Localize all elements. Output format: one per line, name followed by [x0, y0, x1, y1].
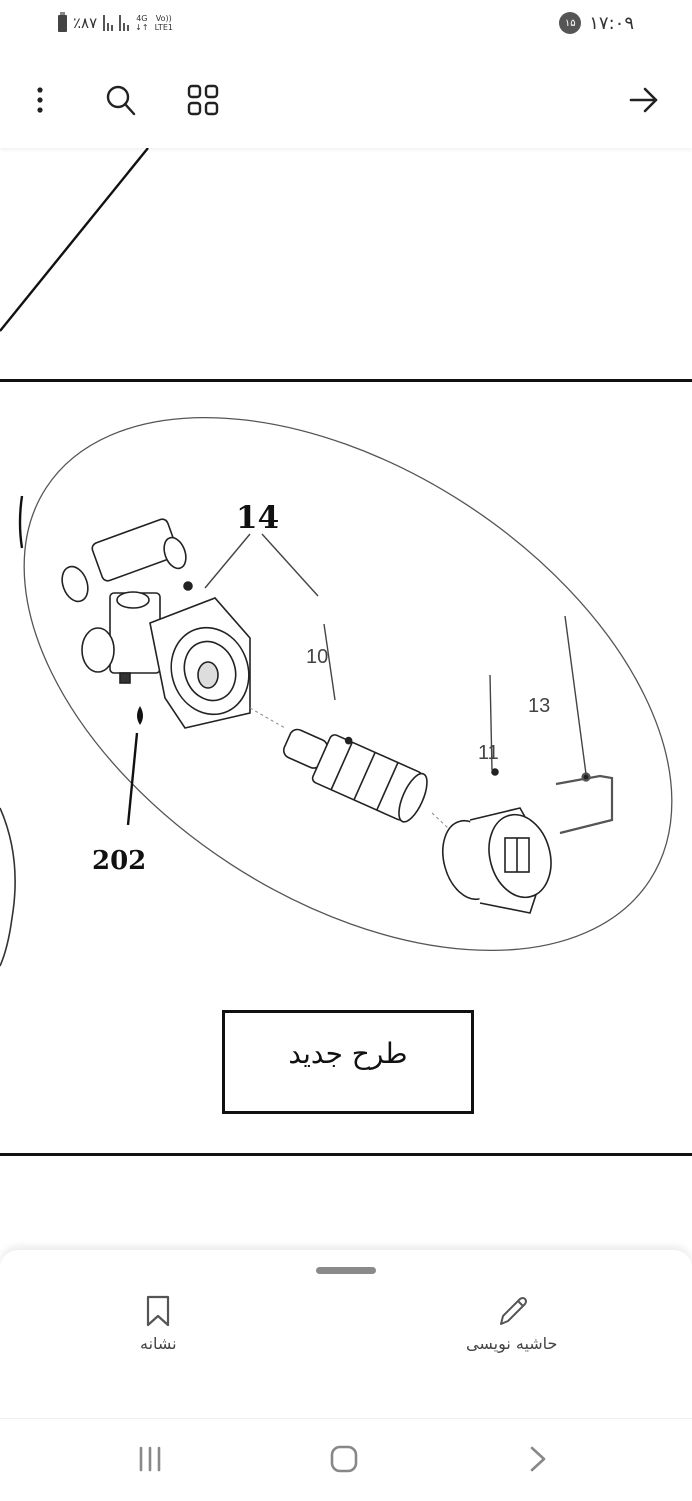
bottom-sheet: نشانه حاشیه نویسی [0, 1250, 692, 1418]
caption-box: طرح جدید [222, 1010, 474, 1114]
drag-handle[interactable] [316, 1267, 376, 1274]
caption-text: طرح جدید [288, 1036, 408, 1070]
network-indicator: 4G↓↑ [135, 14, 149, 32]
battery-icon [58, 11, 67, 32]
part-10-cartridge [282, 728, 428, 823]
status-left: ٪۸۷ 4G↓↑ Vo)) LTE1 [58, 11, 173, 32]
arrow-right-icon [629, 87, 658, 113]
status-right: ۱۵ ۱۷:۰۹ [559, 12, 634, 34]
search-icon [106, 85, 136, 116]
callout-202: 202 [92, 846, 147, 876]
notification-badge: ۱۵ [559, 12, 582, 34]
recents-button[interactable] [125, 1439, 175, 1479]
system-nav-bar [0, 1418, 692, 1501]
signal-icon-1 [103, 15, 114, 31]
home-button[interactable] [319, 1439, 369, 1479]
bookmark-icon [147, 1295, 170, 1327]
more-options-button[interactable] [18, 78, 62, 122]
exploded-diagram [0, 416, 673, 967]
home-icon [330, 1445, 358, 1473]
volte-indicator: Vo)) LTE1 [155, 14, 173, 32]
network-type: 4G [136, 14, 148, 23]
annotate-button[interactable]: حاشیه نویسی [466, 1294, 557, 1353]
back-button[interactable] [622, 78, 666, 122]
signal-icon-2 [119, 15, 130, 31]
bookmark-button[interactable]: نشانه [140, 1294, 177, 1353]
recents-icon [139, 1446, 161, 1472]
back-chevron-icon [530, 1446, 546, 1472]
battery-level: ٪۸۷ [73, 14, 98, 32]
part-13-clip [555, 772, 614, 835]
grid-icon [187, 84, 219, 116]
volte-label: Vo)) [155, 14, 172, 23]
clock: ۱۷:۰۹ [589, 12, 634, 34]
divider-top [0, 379, 692, 382]
part-11-cap [442, 768, 552, 914]
back-nav-button[interactable] [513, 1439, 563, 1479]
callout-11: 11 [478, 742, 499, 764]
callout-14: 14 [236, 500, 280, 536]
bookmark-label: نشانه [140, 1334, 177, 1353]
divider-bottom [0, 1153, 692, 1156]
thumbnails-button[interactable] [181, 78, 225, 122]
lte-label: LTE1 [154, 23, 173, 32]
diagram-line-fragment [0, 148, 149, 332]
pencil-icon [499, 1297, 527, 1325]
status-bar: ٪۸۷ 4G↓↑ Vo)) LTE1 ۱۵ ۱۷:۰۹ [0, 0, 692, 54]
part-14-valve-body [61, 518, 251, 729]
vertical-dots-icon [37, 87, 43, 113]
top-toolbar [0, 54, 692, 148]
search-button[interactable] [99, 78, 143, 122]
callout-13: 13 [528, 695, 551, 717]
document-page[interactable]: 14 10 13 11 202 طرح جدید [0, 148, 692, 1253]
annotate-label: حاشیه نویسی [466, 1334, 558, 1353]
callout-10: 10 [306, 646, 329, 668]
